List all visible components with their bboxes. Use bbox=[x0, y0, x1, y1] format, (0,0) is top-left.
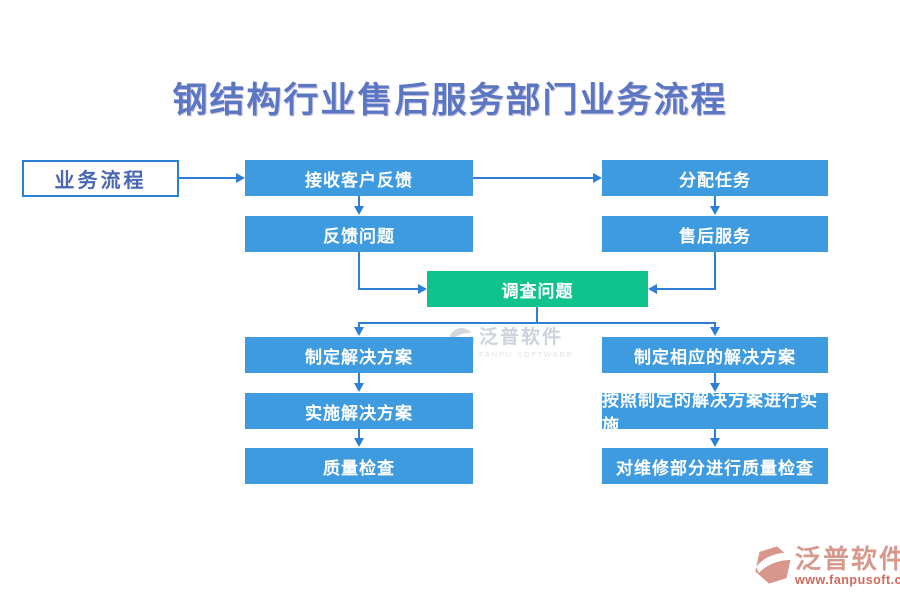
arrowhead bbox=[354, 438, 364, 447]
arrowhead bbox=[593, 173, 602, 183]
arrowhead bbox=[236, 173, 245, 183]
watermark-subtitle: FANPU SOFTWARE bbox=[479, 350, 574, 359]
brand-name: 泛普软件 bbox=[795, 544, 900, 574]
connector-lines bbox=[175, 177, 716, 438]
node-quality-check: 质量检查 bbox=[245, 448, 473, 484]
arrowhead bbox=[354, 206, 364, 215]
node-receive-feedback: 接收客户反馈 bbox=[245, 160, 473, 196]
brand-url: www.fanpusoft.com bbox=[795, 573, 900, 587]
brand-logo-icon bbox=[755, 546, 791, 584]
arrowhead bbox=[710, 438, 720, 447]
node-assign-task: 分配任务 bbox=[602, 160, 828, 196]
connector-line bbox=[657, 252, 716, 290]
brand-footer: 泛普软件 www.fanpusoft.com bbox=[753, 545, 900, 587]
arrowhead bbox=[354, 327, 364, 336]
node-feedback-issue: 反馈问题 bbox=[245, 216, 473, 252]
arrowhead bbox=[648, 284, 657, 294]
connector-line bbox=[358, 307, 538, 327]
legend-box: 业务流程 bbox=[22, 160, 179, 197]
node-after-sales: 售后服务 bbox=[602, 216, 828, 252]
node-investigate-issue: 调查问题 bbox=[427, 271, 648, 307]
arrowhead bbox=[710, 327, 720, 336]
connector-arrowheads bbox=[236, 173, 720, 447]
node-implement-by-plan: 按照制定的解决方案进行实施 bbox=[602, 391, 828, 435]
watermark-name: 泛普软件 bbox=[479, 327, 564, 348]
node-implement-solution: 实施解决方案 bbox=[245, 393, 473, 429]
node-repair-quality-check: 对维修部分进行质量检查 bbox=[602, 448, 828, 484]
arrowhead bbox=[710, 206, 720, 215]
legend-label: 业务流程 bbox=[54, 170, 147, 192]
node-make-matching-solution: 制定相应的解决方案 bbox=[602, 337, 828, 373]
watermark-text: 泛普软件 FANPU SOFTWARE bbox=[479, 327, 574, 359]
arrowhead bbox=[418, 284, 427, 294]
page-title: 钢结构行业售后服务部门业务流程 bbox=[172, 81, 728, 120]
node-make-solution: 制定解决方案 bbox=[245, 337, 473, 373]
connector-line bbox=[537, 322, 716, 327]
arrowhead bbox=[710, 383, 720, 392]
arrowhead bbox=[354, 383, 364, 392]
brand-text: 泛普软件 www.fanpusoft.com bbox=[795, 545, 900, 587]
connector-line bbox=[358, 252, 418, 290]
